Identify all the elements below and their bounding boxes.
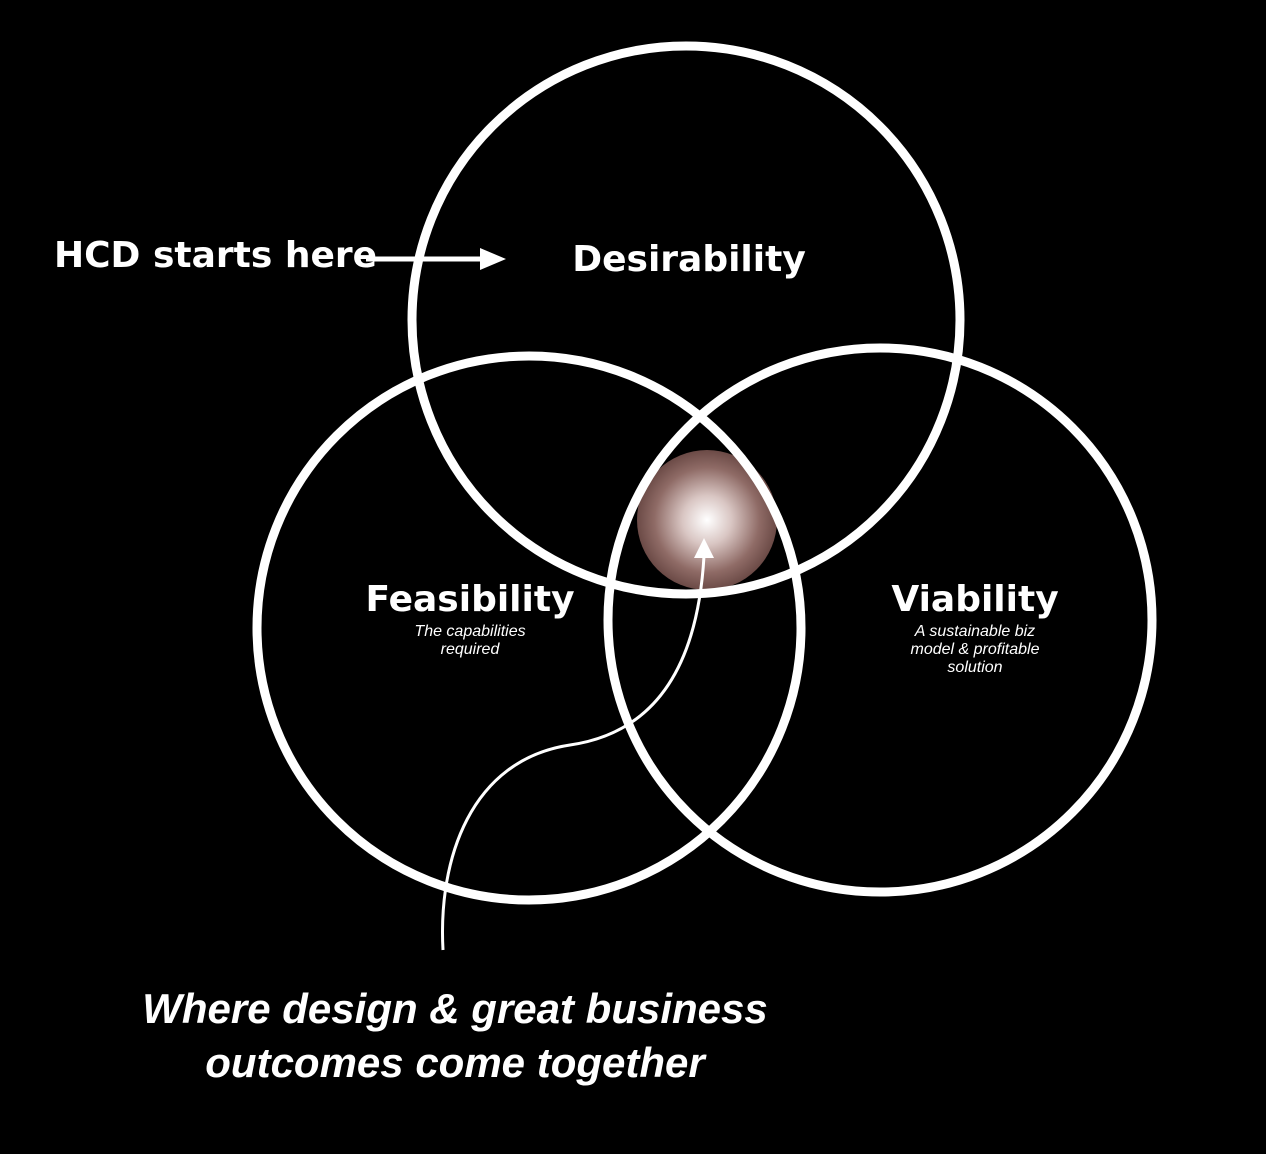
feasibility-text: Feasibility The capabilities required bbox=[365, 577, 574, 659]
viability-title: Viability bbox=[891, 579, 1059, 620]
hcd-arrowhead bbox=[480, 248, 506, 270]
viability-desc-line: A sustainable biz bbox=[914, 623, 1036, 640]
viability-circle bbox=[603, 343, 1157, 897]
desirability-circle bbox=[407, 41, 965, 599]
viability-desc-line: solution bbox=[947, 659, 1003, 676]
hcd-starts-here-label: HCD starts here bbox=[54, 235, 378, 276]
feasibility-desc-line: required bbox=[440, 641, 500, 658]
tagline: Where design & great business outcomes c… bbox=[142, 982, 768, 1090]
feasibility-desc-line: The capabilities bbox=[414, 623, 526, 640]
intersection-glow bbox=[637, 450, 777, 590]
viability-desc-line: model & profitable bbox=[910, 641, 1040, 658]
tagline-arrowhead bbox=[694, 538, 714, 558]
feasibility-circle bbox=[252, 351, 806, 905]
viability-text: Viability A sustainable biz model & prof… bbox=[891, 577, 1058, 677]
tagline-arrow bbox=[441, 555, 706, 951]
tagline-line: outcomes come together bbox=[205, 1039, 705, 1086]
tagline-line: Where design & great business bbox=[142, 985, 768, 1032]
desirability-title: Desirability bbox=[572, 239, 806, 280]
feasibility-title: Feasibility bbox=[365, 579, 575, 620]
